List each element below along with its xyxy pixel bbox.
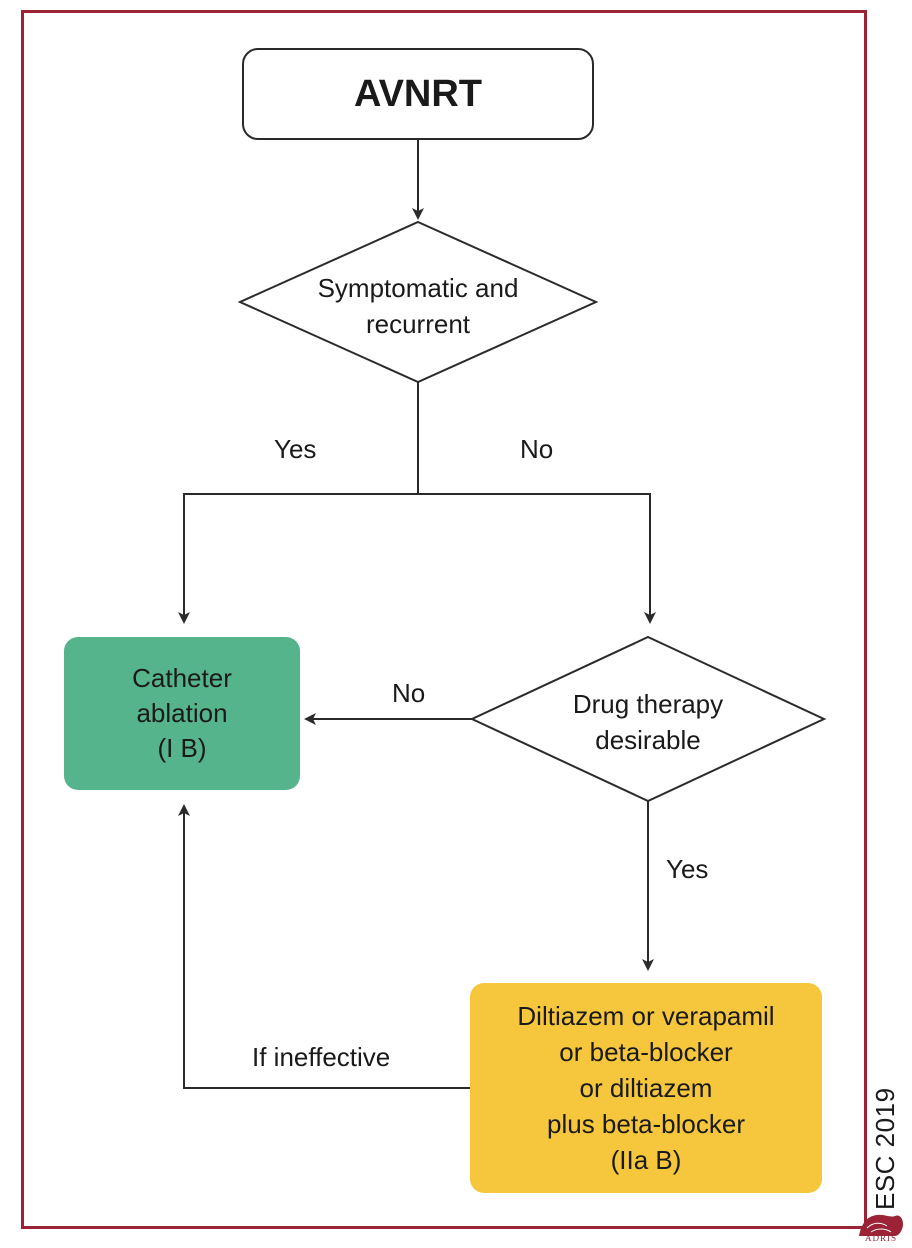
decision1-label: Symptomatic and recurrent bbox=[317, 273, 519, 339]
adris-logo-icon bbox=[859, 1214, 903, 1236]
esc-year-tag: ESC 2019 bbox=[870, 1087, 900, 1210]
decision2-no-label: No bbox=[392, 678, 426, 708]
decision1-yes-label: Yes bbox=[274, 434, 317, 464]
drug-therapy-box: Diltiazem or verapamil or beta-blocker o… bbox=[470, 983, 822, 1193]
decision2-yes-label: Yes bbox=[666, 854, 709, 884]
decision2-label: Drug therapy desirable bbox=[572, 689, 724, 755]
yes-branch-arrow bbox=[178, 493, 418, 624]
feedback-label: If ineffective bbox=[252, 1042, 391, 1072]
figure-frame bbox=[21, 10, 867, 1229]
catheter-ablation-box: Catheter ablation (I B) bbox=[64, 637, 300, 790]
start-box-avnrt: AVNRT bbox=[242, 48, 594, 140]
arrow-feedback-to-ablation bbox=[178, 804, 470, 1089]
adris-logo-text: ADRIS bbox=[864, 1233, 897, 1243]
decision1-no-label: No bbox=[520, 434, 554, 464]
no-branch-arrow bbox=[418, 493, 656, 624]
